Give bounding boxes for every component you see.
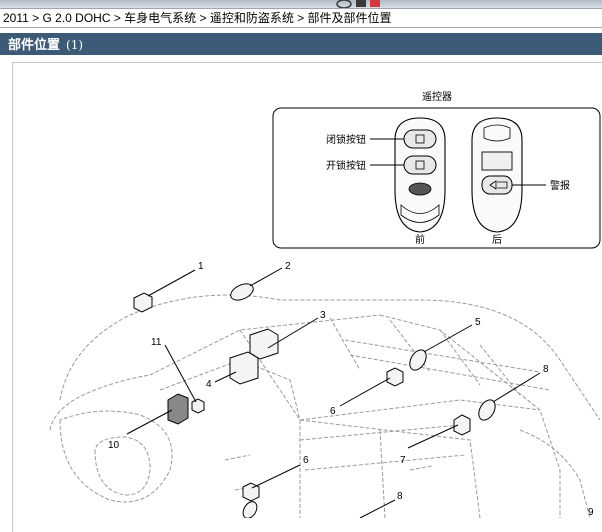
unlock-button-icon	[403, 155, 437, 175]
component-1-icon	[133, 292, 153, 313]
callout-2: 2	[285, 261, 291, 272]
component-6-lower-icon	[242, 482, 260, 502]
callout-7: 7	[400, 455, 406, 466]
callout-9: 9	[588, 507, 594, 518]
alarm-button-label: 警报	[550, 179, 570, 192]
callout-6-lower: 6	[303, 455, 309, 466]
remote-inset: 遥控器 闭锁按钮 开锁按钮 前 警报 后	[272, 90, 601, 249]
remote-inset-frame	[272, 107, 601, 249]
remote-front-fob-icon	[394, 117, 446, 233]
component-6-icon	[386, 367, 404, 387]
lock-button-label: 闭锁按钮	[326, 133, 366, 146]
brand-badge-icon	[408, 182, 432, 196]
section-title: 部件位置	[8, 38, 61, 53]
remote-front-label: 前	[415, 233, 425, 246]
component-11-icon	[191, 398, 205, 414]
top-banner-strip	[0, 0, 602, 8]
component-4-icon	[229, 351, 259, 385]
callout-5: 5	[475, 317, 481, 328]
component-8-lower-icon	[242, 501, 258, 518]
section-header: 部件位置 (1)	[0, 33, 602, 55]
banner-gradient	[0, 0, 602, 8]
remote-title: 遥控器	[422, 90, 452, 103]
components	[126, 267, 541, 518]
remote-back-fob-icon	[471, 117, 523, 233]
callout-11: 11	[151, 337, 162, 348]
component-5-icon	[409, 349, 427, 371]
callout-8: 8	[543, 364, 549, 375]
unlock-button-label: 开锁按钮	[326, 159, 366, 172]
component-8-icon	[478, 399, 496, 421]
callout-3: 3	[320, 310, 326, 321]
section-number: (1)	[66, 38, 84, 52]
callout-6: 6	[330, 406, 336, 417]
vehicle-outline	[49, 294, 601, 518]
content-frame	[12, 62, 602, 532]
remote-back-label: 后	[492, 234, 502, 246]
callout-10: 10	[108, 440, 120, 451]
component-10-icon	[167, 393, 189, 425]
component-7-icon	[453, 414, 471, 436]
callout-numbers: 1 2 3 4 5 6 6 7 8 8 9 10 11	[108, 261, 594, 518]
lock-button-icon	[403, 129, 437, 149]
callout-8-lower: 8	[397, 491, 403, 502]
callout-4: 4	[206, 379, 212, 390]
component-location-figure: 遥控器 闭锁按钮 开锁按钮 前 警报 后	[49, 90, 601, 518]
breadcrumb: 2011 > G 2.0 DOHC > 车身电气系统 > 遥控和防盗系统 > 部…	[0, 8, 602, 28]
component-2-icon	[230, 283, 254, 301]
brand-logo-icon	[336, 0, 380, 8]
callout-1: 1	[198, 261, 204, 272]
alarm-button-icon	[481, 175, 513, 195]
